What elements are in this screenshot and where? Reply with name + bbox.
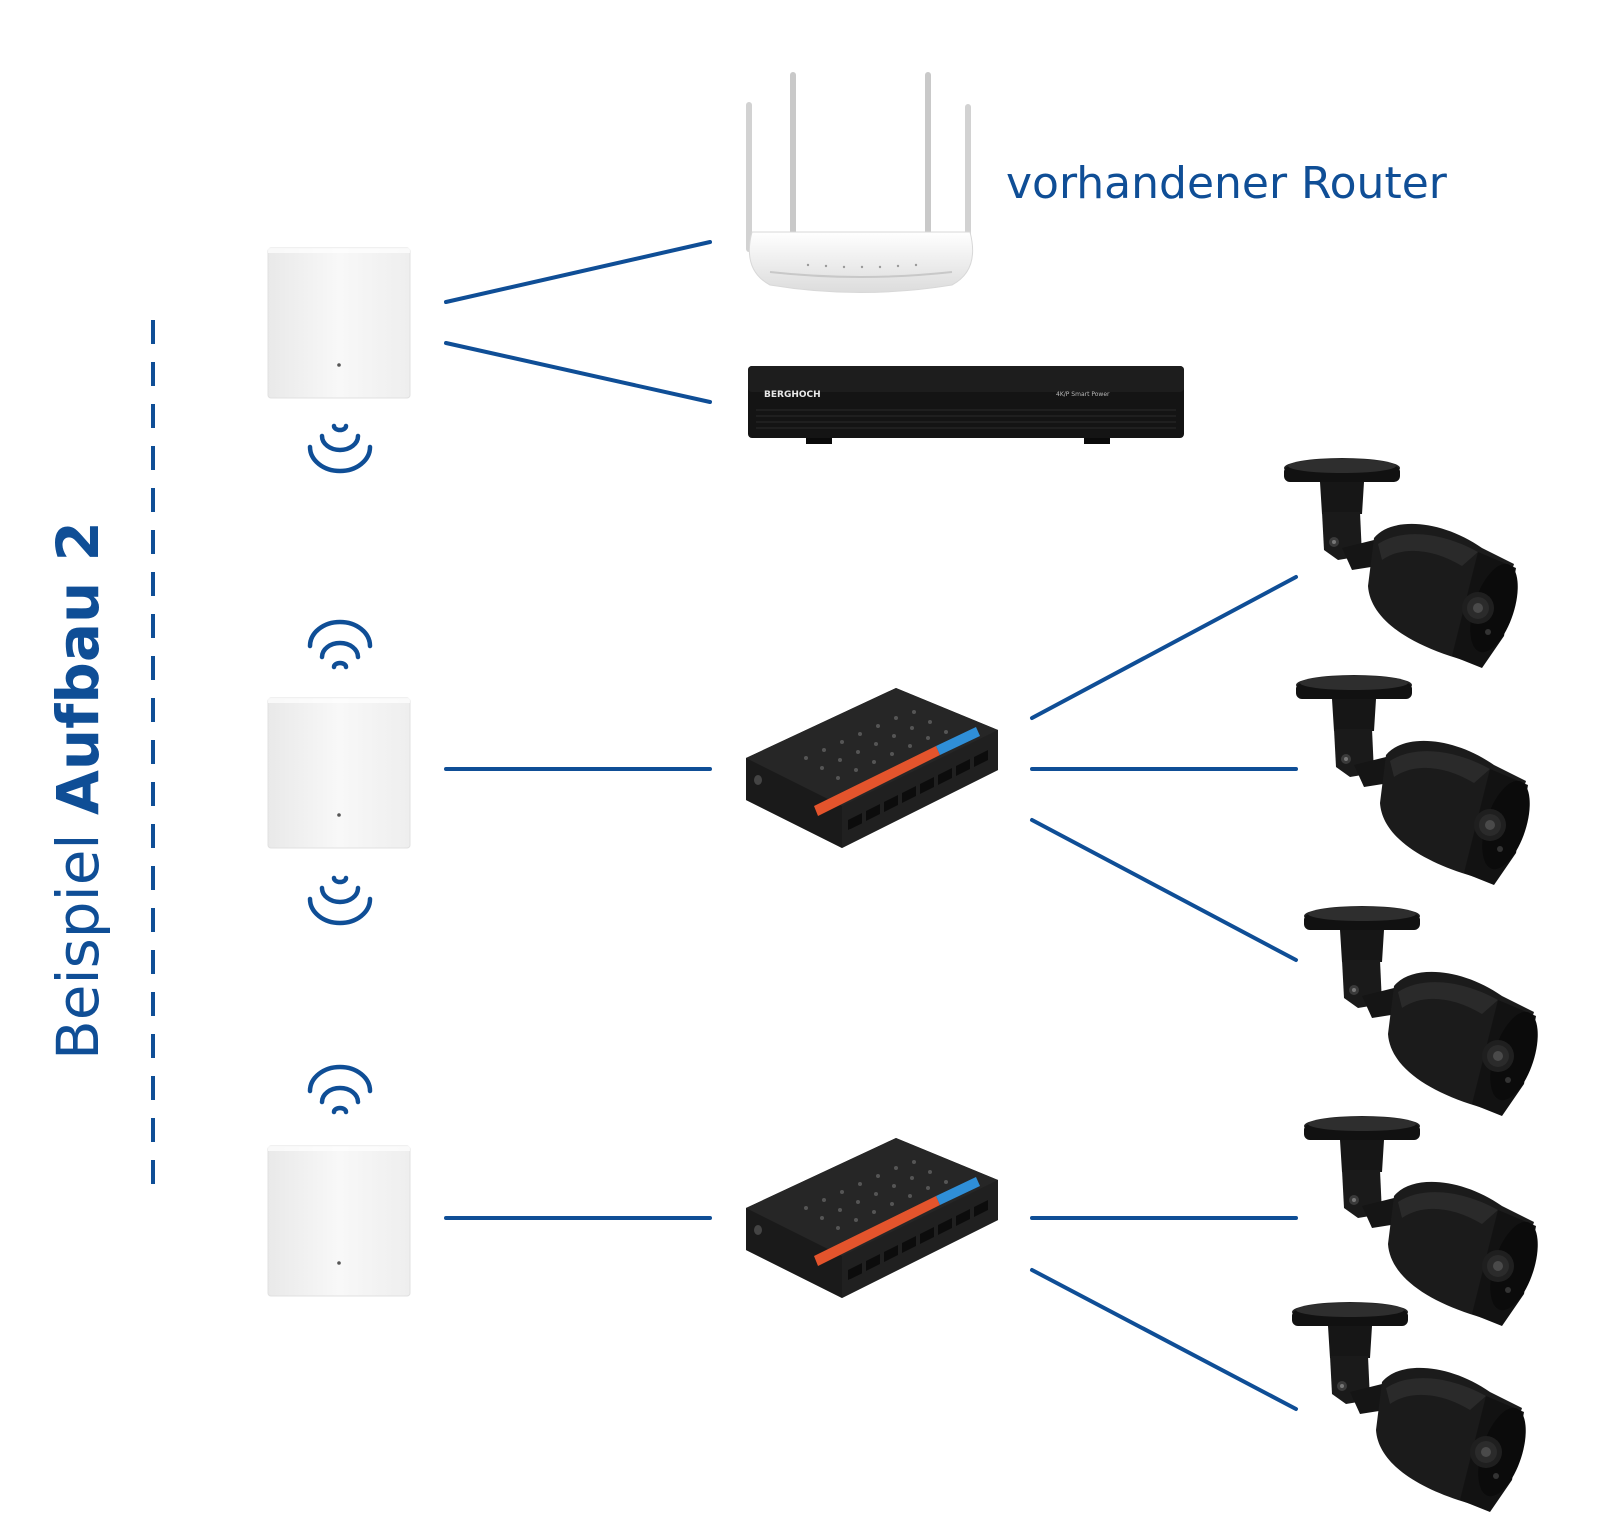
bullet-camera-5 (1292, 1302, 1536, 1512)
bullet-camera-1 (1284, 458, 1528, 668)
line-switch1-camera1 (1030, 575, 1298, 720)
wireless-bridge-2 (267, 697, 411, 849)
line-switch2-camera5 (1030, 1268, 1298, 1411)
nvr-recorder: BERGHOCH 4K/P Smart Power (748, 366, 1184, 444)
connection-lines (444, 240, 1298, 1411)
bullet-camera-2 (1296, 675, 1540, 885)
wireless-bridge-3 (267, 1145, 411, 1297)
line-bridge1-nvr (444, 341, 712, 404)
line-switch1-camera3 (1030, 818, 1298, 962)
wifi-signal-icon (310, 426, 370, 471)
line-bridge1-router (444, 240, 712, 304)
wifi-signal-icon (310, 1067, 370, 1112)
router-device (746, 72, 974, 293)
bullet-camera-3 (1304, 906, 1548, 1116)
poe-switch-1 (746, 688, 998, 848)
nvr-brand-label: BERGHOCH (764, 390, 821, 400)
wifi-signal-icon (310, 878, 370, 923)
wireless-bridge-1 (267, 247, 411, 399)
wifi-signal-icon (310, 622, 370, 667)
router-label: vorhandener Router (1006, 158, 1447, 209)
poe-switch-2 (746, 1138, 998, 1298)
bullet-camera-4 (1304, 1116, 1548, 1326)
nvr-status-text: 4K/P Smart Power (1056, 391, 1110, 398)
